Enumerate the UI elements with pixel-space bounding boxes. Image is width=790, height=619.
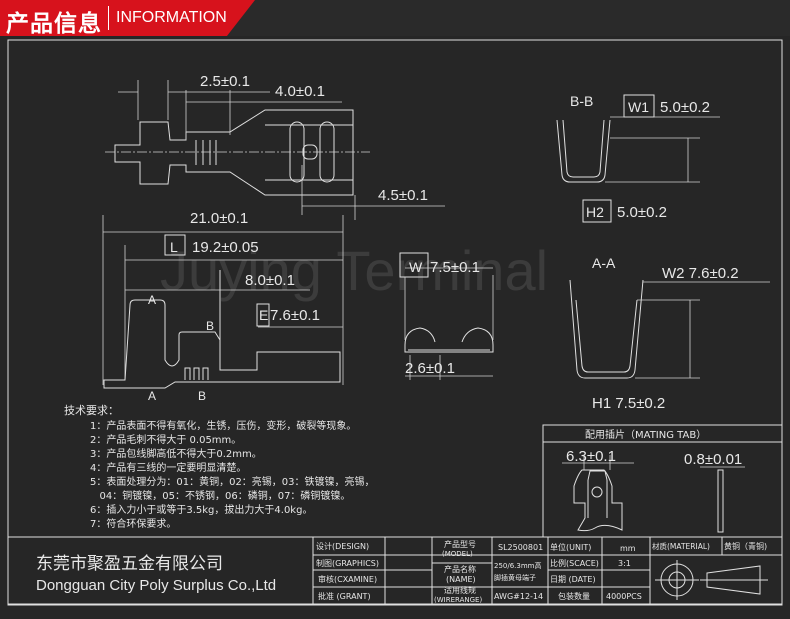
header-banner: 产品信息 INFORMATION bbox=[0, 0, 790, 37]
dim-w2: W2 7.6±0.2 bbox=[662, 265, 739, 282]
terminal-top-view bbox=[105, 80, 445, 220]
mating-tab-box bbox=[542, 424, 782, 537]
tb-wire-value: AWG#12-14 bbox=[494, 592, 543, 601]
section-b-top: B bbox=[206, 319, 214, 333]
watermark: Juying Terminal bbox=[160, 239, 548, 302]
requirement-item: 5：表面处理分为：01：黄铜，02：亮锡，03：铁镀镍，亮锡， bbox=[90, 475, 375, 488]
dim-h2: 5.0±0.2 bbox=[617, 204, 667, 221]
tb-wire-label-en: (WIRERANGE) bbox=[434, 596, 482, 604]
tb-name-value-1: 250/6.3mm高 bbox=[494, 561, 542, 570]
tb-name-label-en: (NAME) bbox=[446, 575, 476, 584]
tb-unit-value: mm bbox=[620, 544, 636, 553]
tb-scale-label: 比例(SCACE) bbox=[550, 558, 599, 568]
dim-e-tag: E bbox=[259, 307, 268, 323]
requirement-item: 3：产品包线脚高低不得大于0.2mm。 bbox=[90, 447, 262, 460]
requirement-item: 1：产品表面不得有氧化，生锈，压伤，变形，破裂等现象。 bbox=[90, 419, 356, 432]
dim-l-tag: L bbox=[170, 239, 178, 255]
section-b-bottom: B bbox=[198, 389, 206, 403]
header-title-en: INFORMATION bbox=[116, 9, 227, 26]
tb-graphics-label: 制图(GRAPHICS) bbox=[316, 558, 379, 568]
dim-2-5: 2.5±0.1 bbox=[200, 73, 250, 90]
header-title-cn: 产品信息 bbox=[6, 11, 102, 37]
dim-4-5: 4.5±0.1 bbox=[378, 187, 428, 204]
tb-date-label: 日期 (DATE) bbox=[550, 575, 596, 584]
section-bb-label: B-B bbox=[570, 93, 593, 109]
dim-w1: 5.0±0.2 bbox=[660, 99, 710, 116]
tb-name-value-2: 脚插黄母端子 bbox=[494, 573, 536, 582]
tb-model-value: SL2500801 bbox=[498, 543, 543, 552]
company-name-cn: 东莞市聚盈五金有限公司 bbox=[36, 554, 223, 574]
requirement-item: 6：插入力小于或等于3.5kg，拔出力大于4.0kg。 bbox=[90, 503, 312, 516]
tb-material-value: 黄铜（青铜) bbox=[724, 541, 767, 551]
tb-name-label: 产品名称 bbox=[444, 564, 476, 574]
requirement-item: 2：产品毛刺不得大于 0.05mm。 bbox=[90, 433, 241, 446]
requirement-item: 04：铜镀镍，05：不锈钢，06：磷铜，07：磷铜镀镍。 bbox=[90, 489, 350, 502]
requirement-item: 4：产品有三线的一定要明显清楚。 bbox=[90, 461, 246, 474]
dim-7-6: 7.6±0.1 bbox=[270, 307, 320, 324]
tb-pack-label: 包装数量 bbox=[558, 591, 590, 601]
header-red-band bbox=[0, 0, 255, 36]
dim-w: 7.5±0.1 bbox=[430, 259, 480, 276]
tb-model-label: 产品型号 bbox=[444, 539, 476, 549]
dim-21-0: 21.0±0.1 bbox=[190, 210, 248, 227]
mating-tab-thickness: 0.8±0.01 bbox=[684, 451, 742, 468]
requirements-title: 技术要求： bbox=[64, 404, 119, 417]
dim-w-bottom: 2.6±0.1 bbox=[405, 360, 455, 377]
company-name-en: Dongguan City Poly Surplus Co.,Ltd bbox=[36, 577, 276, 594]
dim-h1: H1 7.5±0.2 bbox=[592, 395, 665, 412]
dim-8-0: 8.0±0.1 bbox=[245, 272, 295, 289]
sheet-border bbox=[7, 39, 783, 606]
dim-w1-tag: W1 bbox=[628, 99, 649, 115]
section-b-b bbox=[556, 94, 720, 223]
tb-scale-value: 3:1 bbox=[618, 559, 631, 568]
terminal-front-view bbox=[399, 252, 494, 380]
dim-h2-tag: H2 bbox=[586, 204, 604, 220]
section-a-bottom: A bbox=[148, 389, 156, 403]
section-a-a bbox=[569, 279, 770, 379]
terminal-side-view bbox=[102, 215, 344, 389]
tb-pack-value: 4000PCS bbox=[606, 592, 642, 601]
tb-model-label-en: (MODEL) bbox=[442, 550, 473, 558]
mating-tab-title: 配用插片（MATING TAB） bbox=[585, 428, 706, 441]
section-a-top: A bbox=[148, 293, 156, 307]
tb-design-label: 设计(DESIGN) bbox=[316, 541, 369, 551]
header-divider bbox=[108, 6, 109, 30]
tb-material-label: 材质(MATERIAL) bbox=[652, 541, 710, 551]
mating-tab-width: 6.3±0.1 bbox=[566, 448, 616, 465]
dim-w-tag: W bbox=[409, 259, 423, 275]
tb-grant-label: 批准 (GRANT) bbox=[318, 591, 371, 601]
requirement-item: 7：符合环保要求。 bbox=[90, 517, 176, 530]
dim-19-2: 19.2±0.05 bbox=[192, 239, 259, 256]
tb-examine-label: 审核(CXAMINE) bbox=[318, 574, 377, 584]
tb-unit-label: 单位(UNIT) bbox=[550, 542, 591, 552]
dim-4-0: 4.0±0.1 bbox=[275, 83, 325, 100]
tb-wire-label: 适用线规 bbox=[444, 585, 476, 595]
section-aa-label: A-A bbox=[592, 255, 616, 271]
title-block bbox=[8, 536, 782, 605]
